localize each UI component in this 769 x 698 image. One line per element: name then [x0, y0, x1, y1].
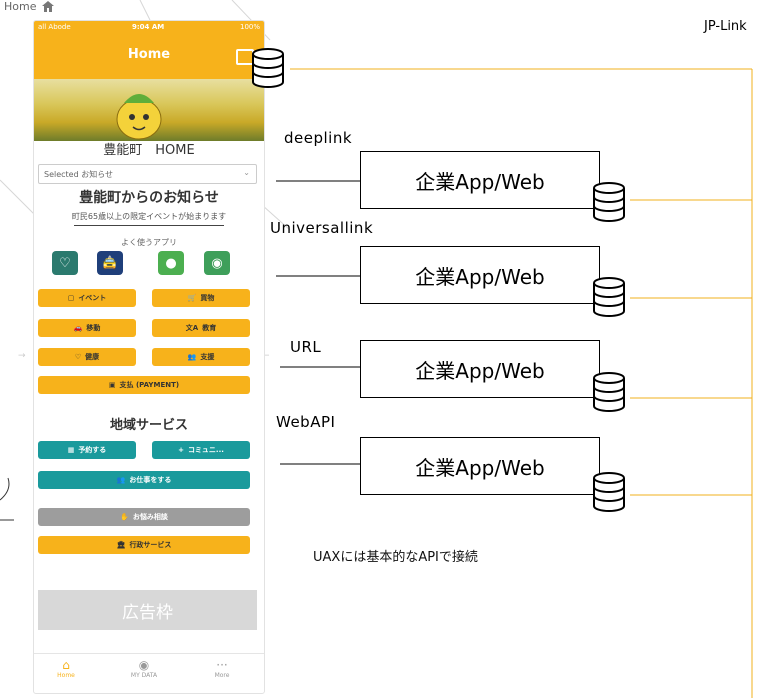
transport-button[interactable]: 🚗移動 — [38, 319, 136, 337]
people-icon: 👥 — [187, 353, 197, 361]
status-bar: all Abode 9:04 AM 100% — [34, 21, 264, 35]
company-app-box-3: 企業App/Web — [360, 340, 600, 398]
community-button[interactable]: +コミュニ... — [152, 441, 250, 459]
payment-button[interactable]: ▣支払 (PAYMENT) — [38, 376, 250, 394]
health-label: 健康 — [85, 353, 100, 361]
chevron-down-icon: ⌄ — [243, 168, 250, 177]
heart-icon: ♡ — [74, 353, 82, 361]
jp-link-label: JP-Link — [704, 19, 747, 34]
status-carrier: all Abode — [38, 23, 71, 31]
notice-underline — [74, 225, 224, 226]
mascot-logo — [116, 94, 162, 140]
link-label-universallink: Universallink — [270, 219, 374, 237]
database-icon — [593, 277, 625, 317]
home-icon — [42, 1, 55, 12]
transport-label: 移動 — [86, 324, 101, 332]
breadcrumb[interactable]: Home — [4, 0, 55, 13]
database-icon — [593, 472, 625, 512]
link-label-webapi: WebAPI — [276, 413, 336, 431]
link-label-deeplink: deeplink — [284, 129, 353, 147]
tab-my-data-label: MY DATA — [130, 672, 158, 679]
notice-select-value: Selected お知らせ — [44, 170, 114, 179]
cart-icon: 🛒 — [187, 294, 197, 302]
breadcrumb-label: Home — [4, 0, 37, 13]
map-app-icon[interactable]: ◉ — [204, 251, 230, 275]
notice-select[interactable]: Selected お知らせ ⌄ — [38, 164, 257, 184]
company-app-label: 企業App/Web — [415, 169, 545, 194]
database-icon — [593, 372, 625, 412]
tab-home[interactable]: ⌂ Home — [36, 658, 96, 679]
event-button[interactable]: ▢イベント — [38, 289, 136, 307]
tab-home-label: Home — [57, 672, 75, 679]
svg-text:→: → — [18, 351, 26, 361]
job-button[interactable]: 👥お仕事をする — [38, 471, 250, 489]
database-icon — [252, 48, 284, 88]
consult-button[interactable]: ✋お悩み相談 — [38, 508, 250, 526]
admin-service-button[interactable]: 🏛行政サービス — [38, 536, 250, 554]
shopping-button[interactable]: 🛒買物 — [152, 289, 250, 307]
link-label-url: URL — [290, 338, 322, 356]
clipboard-icon: ▢ — [67, 294, 75, 302]
user-icon: ◉ — [138, 658, 150, 672]
home-icon: ⌂ — [62, 658, 70, 672]
translate-icon: 文A — [185, 324, 199, 332]
status-time: 9:04 AM — [132, 23, 165, 31]
job-label: お仕事をする — [129, 476, 172, 484]
taxi-icon[interactable]: 🚖 — [97, 251, 123, 275]
community-icon: + — [178, 446, 184, 454]
payment-icon: ▣ — [108, 381, 116, 389]
phone-screen: all Abode 9:04 AM 100% Home 豊能町 HOME Sel… — [33, 20, 265, 694]
company-app-box-2: 企業App/Web — [360, 246, 600, 304]
payment-label: 支払 (PAYMENT) — [119, 381, 180, 389]
health-button[interactable]: ♡健康 — [38, 348, 136, 366]
reserve-button[interactable]: ▦予約する — [38, 441, 136, 459]
consult-label: お悩み相談 — [132, 513, 168, 521]
education-label: 教育 — [202, 324, 217, 332]
calendar-icon: ▦ — [67, 446, 75, 454]
database-icon — [593, 182, 625, 222]
reserve-label: 予約する — [78, 446, 107, 454]
pachica-app-icon[interactable]: ● — [158, 251, 184, 275]
footnote: UAXには基本的なAPIで接続 — [313, 550, 478, 565]
car-icon: 🚗 — [73, 324, 83, 332]
admin-service-label: 行政サービス — [129, 541, 172, 549]
company-app-box-1: 企業App/Web — [360, 151, 600, 209]
building-icon: 🏛 — [116, 541, 126, 549]
tab-bar: ⌂ Home ◉ MY DATA ··· More — [34, 653, 264, 693]
hand-icon: ✋ — [120, 513, 129, 521]
tab-my-data[interactable]: ◉ MY DATA — [114, 658, 174, 679]
home-title: 豊能町 HOME — [103, 143, 195, 158]
shopping-label: 買物 — [200, 294, 215, 302]
notice-subtitle[interactable]: 町民65歳以上の限定イベントが始まります — [71, 212, 227, 221]
app-header: Home — [34, 35, 264, 79]
more-icon: ··· — [216, 658, 228, 672]
company-app-label: 企業App/Web — [415, 358, 545, 383]
company-app-box-4: 企業App/Web — [360, 437, 600, 495]
company-app-label: 企業App/Web — [415, 264, 545, 289]
community-label: コミュニ... — [187, 446, 224, 454]
section-title: 地域サービス — [109, 418, 188, 433]
event-label: イベント — [78, 294, 107, 302]
company-app-label: 企業App/Web — [415, 455, 545, 480]
header-title: Home — [127, 47, 171, 62]
ad-slot[interactable]: 広告枠 — [38, 590, 257, 630]
status-battery: 100% — [239, 23, 260, 31]
tab-more-label: More — [214, 672, 230, 679]
heart-shield-icon[interactable]: ♡ — [52, 251, 78, 275]
tab-more[interactable]: ··· More — [192, 658, 252, 679]
notice-title: 豊能町からのお知らせ — [79, 190, 219, 206]
frequent-apps-label: よく使うアプリ — [121, 238, 177, 247]
support-label: 支援 — [200, 353, 215, 361]
people-icon: 👥 — [116, 476, 126, 484]
support-button[interactable]: 👥支援 — [152, 348, 250, 366]
